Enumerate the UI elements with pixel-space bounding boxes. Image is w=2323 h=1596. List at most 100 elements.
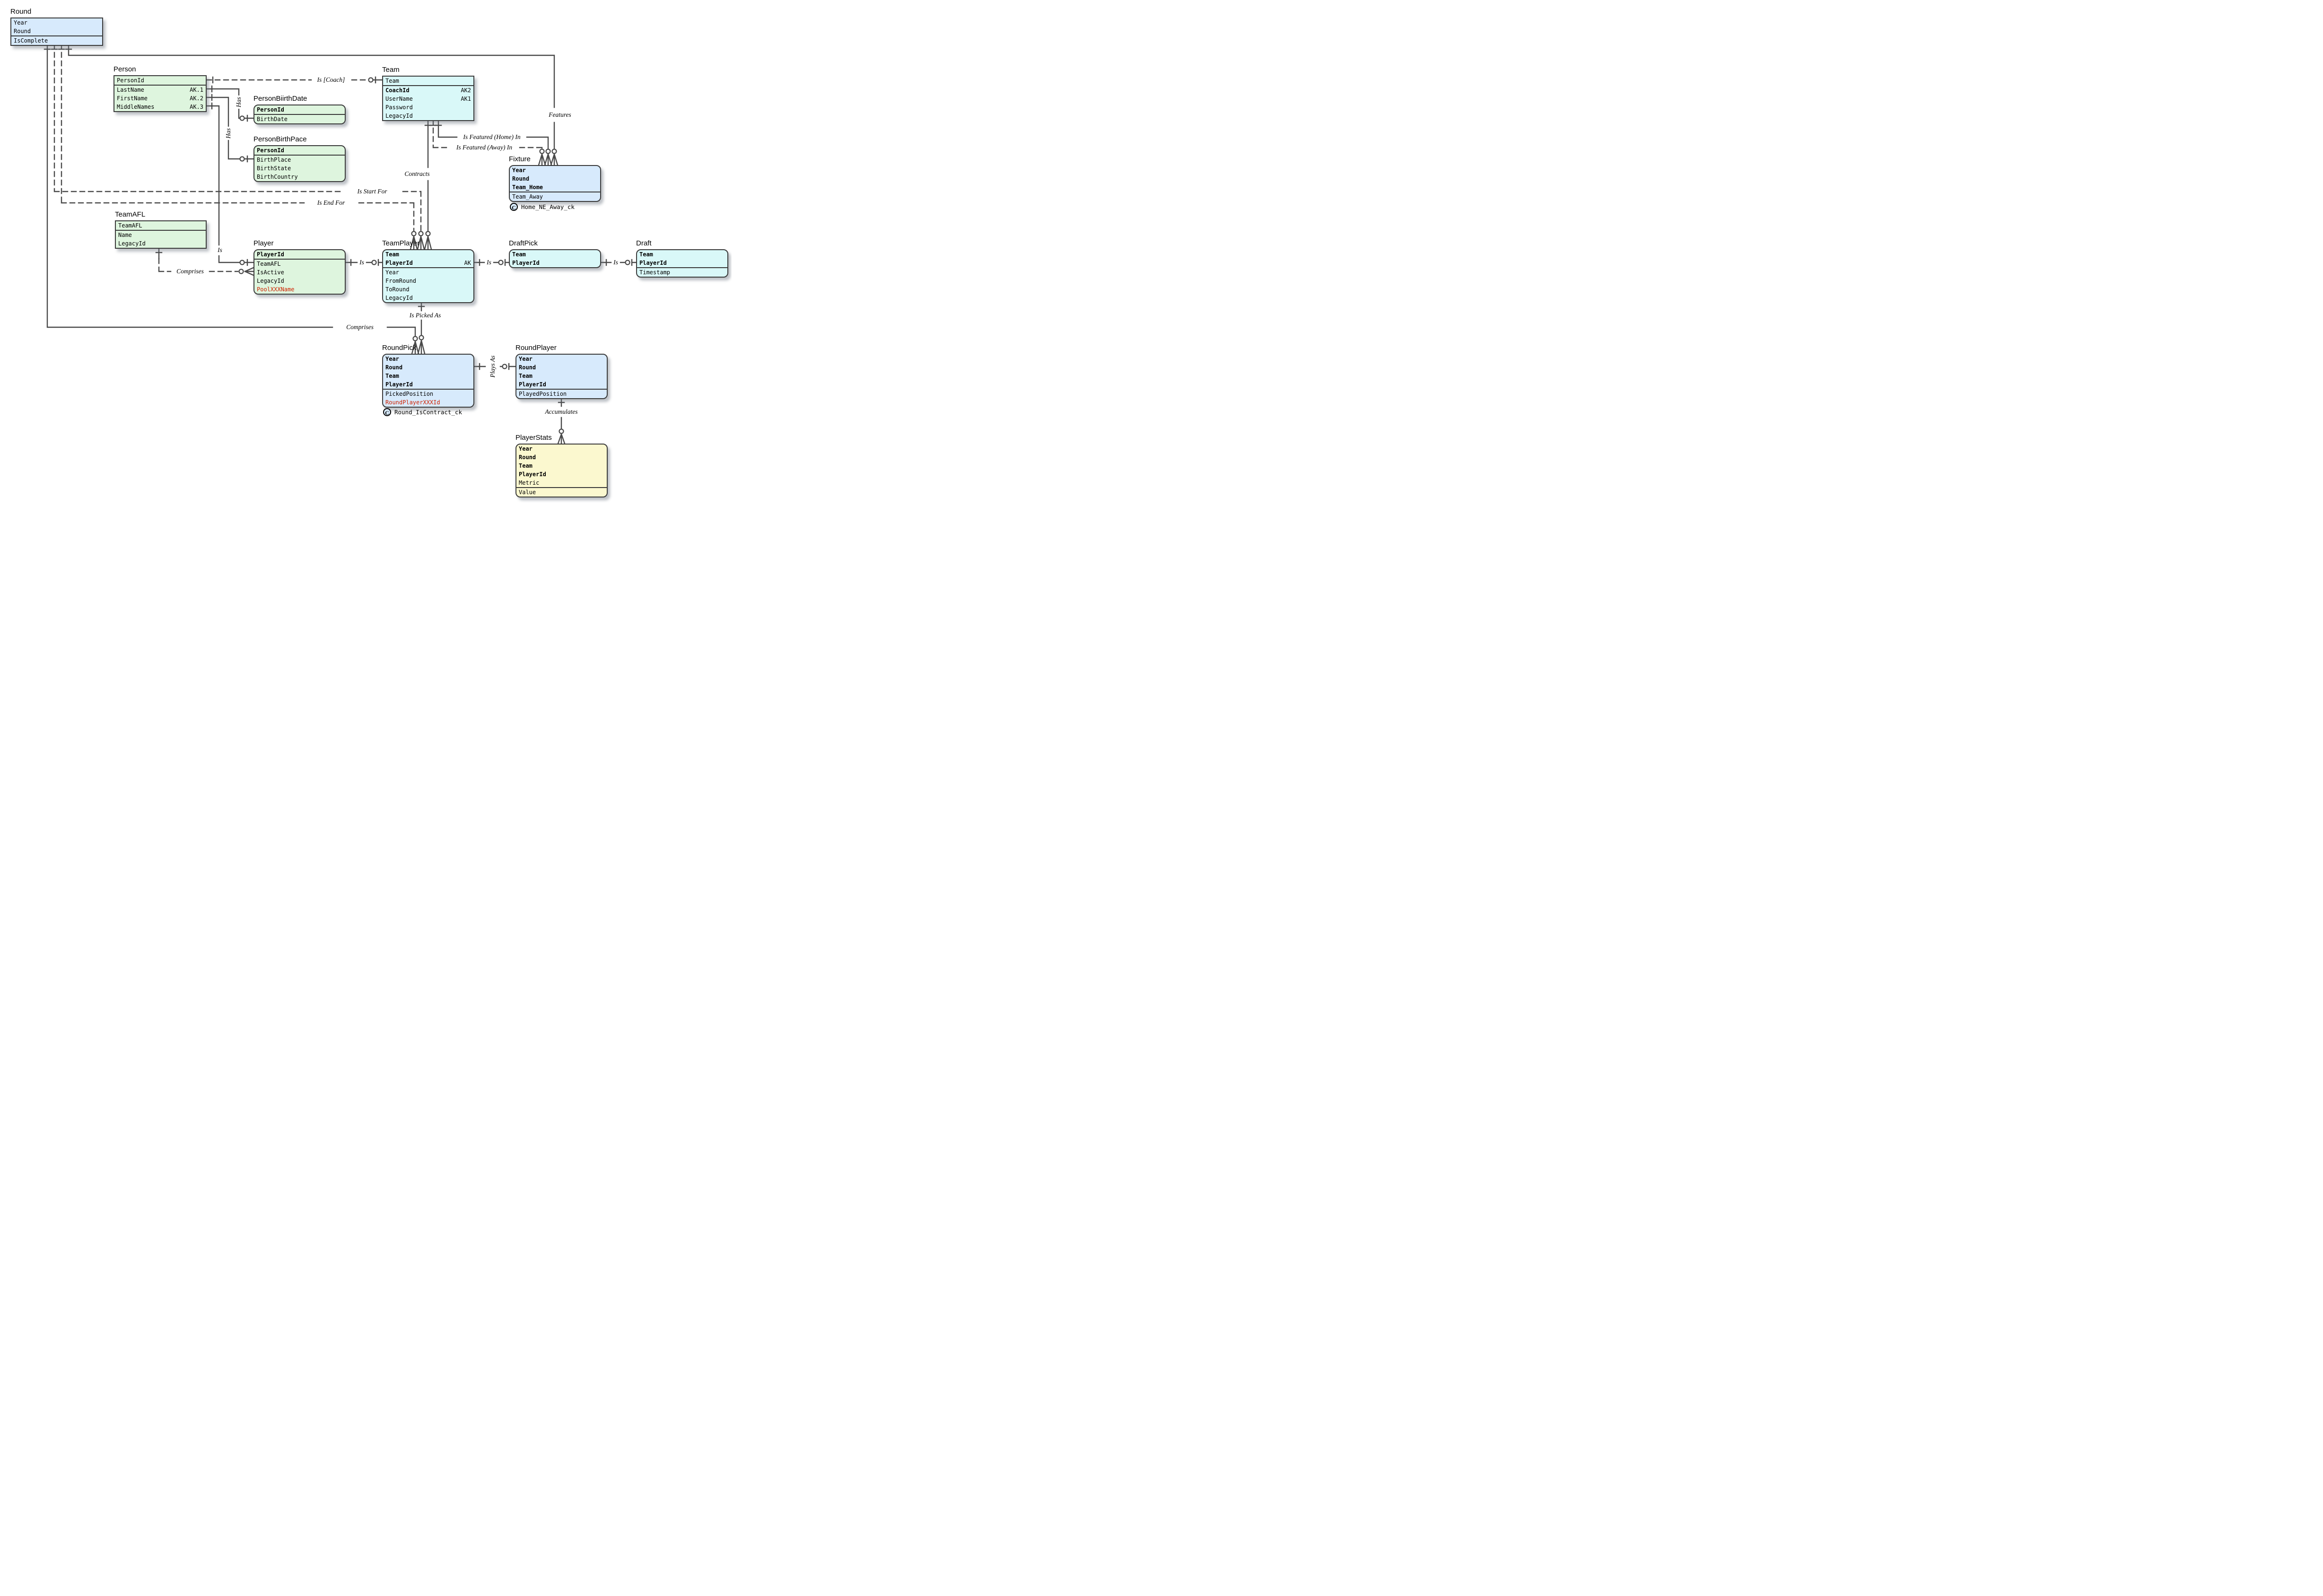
field-name: PlayerId xyxy=(385,260,413,266)
table-title: Fixture xyxy=(509,155,531,163)
field-name: IsComplete xyxy=(14,37,48,44)
field-name: PlayerId xyxy=(639,260,667,266)
field-row: Team xyxy=(383,372,473,380)
field-row: LegacyId xyxy=(383,294,473,302)
field-row: Year xyxy=(383,267,473,277)
rel-label-is-teamplayer: Is xyxy=(358,259,366,266)
field-ak-annotation: AK.3 xyxy=(190,104,203,110)
field-name: PlayerId xyxy=(519,381,546,388)
field-row: PlayerId xyxy=(254,250,345,259)
rel-team-featured-away-fixture xyxy=(429,119,546,166)
field-name: Team xyxy=(385,78,399,84)
field-name: PlayerId xyxy=(385,381,413,388)
field-name: PersonId xyxy=(117,77,144,84)
field-name: Year xyxy=(519,445,533,452)
field-row: Year xyxy=(11,18,102,27)
field-row: FirstName AK.2 xyxy=(114,94,206,103)
field-name: FirstName xyxy=(117,95,148,102)
table-title: RoundPick xyxy=(382,344,417,352)
rel-label-has-birthplace: Has xyxy=(225,127,232,140)
field-name: LegacyId xyxy=(257,278,284,284)
rel-teamplayer-is-draftpick xyxy=(473,259,510,266)
field-name: ToRound xyxy=(385,286,410,293)
field-name: LastName xyxy=(117,87,144,93)
rel-label-is-picked-as: Is Picked As xyxy=(408,312,443,319)
rel-team-contracts-teamplayer xyxy=(424,119,432,250)
rel-label-is-start-for: Is Start For xyxy=(356,188,389,195)
field-name: PersonId xyxy=(257,147,284,154)
rel-team-featured-home-fixture xyxy=(435,119,552,166)
field-name: PlayerId xyxy=(257,251,284,258)
field-name: Year xyxy=(385,356,399,362)
table-title: RoundPlayer xyxy=(515,344,557,352)
field-row: Team xyxy=(516,372,607,380)
field-name: PickedPosition xyxy=(385,391,434,397)
field-row: Year xyxy=(516,355,607,363)
field-name: BirthCountry xyxy=(257,174,298,180)
field-row: Round xyxy=(383,363,473,372)
rel-label-comprises-roundpick: Comprises xyxy=(345,323,375,331)
rel-label-is-player: Is xyxy=(216,246,224,254)
table-title: Player xyxy=(253,239,274,247)
relationship-lines xyxy=(44,43,637,445)
field-row: Team xyxy=(383,250,473,259)
field-row: IsActive xyxy=(254,268,345,277)
table-title: DraftPick xyxy=(509,239,538,247)
rel-person-is-coach-team xyxy=(206,76,383,84)
field-name: TeamAFL xyxy=(257,261,281,267)
field-row: Round xyxy=(516,453,607,462)
field-row: Team_Home xyxy=(510,183,600,192)
rel-label-is-draftpick: Is xyxy=(485,259,493,266)
field-row: Year xyxy=(510,166,600,174)
field-name: Round xyxy=(519,364,536,371)
rel-label-contracts: Contracts xyxy=(403,170,431,178)
field-name: Team_Home xyxy=(512,184,543,191)
constraint-icon: C xyxy=(383,408,391,416)
rel-label-is-draft: Is xyxy=(612,259,620,266)
field-name: PlayedPosition xyxy=(519,391,567,397)
table-title: PlayerStats xyxy=(515,434,552,442)
rel-label-featured-away: Is Featured (Away) In xyxy=(454,144,514,151)
field-row: Year xyxy=(516,445,607,453)
field-name: Team xyxy=(385,373,399,379)
rel-roundpick-playsas-roundplayer xyxy=(473,363,516,370)
field-row: LegacyId xyxy=(254,277,345,285)
field-row: PersonId xyxy=(254,146,345,155)
field-row: PoolXXXName xyxy=(254,285,345,294)
table-title: PersonBiirthDate xyxy=(253,95,307,103)
rel-label-is-end-for: Is End For xyxy=(315,199,347,207)
table-title: TeamAFL xyxy=(115,210,146,218)
table-title: Round xyxy=(10,8,32,16)
field-name: Password xyxy=(385,104,413,111)
rel-round-features-fixture xyxy=(65,43,559,166)
field-row: PersonId xyxy=(254,105,345,114)
table-title: Draft xyxy=(636,239,652,247)
field-row: Team_Away xyxy=(510,192,600,201)
field-row: TeamAFL xyxy=(116,221,206,230)
field-row: PlayerId xyxy=(510,259,600,267)
field-name: BirthPlace xyxy=(257,157,291,163)
table-title: TeamPlayer xyxy=(382,239,420,247)
rel-label-featured-home: Is Featured (Home) In xyxy=(462,133,522,141)
field-name: Metric xyxy=(519,480,540,486)
field-row: Metric xyxy=(516,479,607,487)
rel-round-is-start-for-teamplayer xyxy=(51,43,425,250)
rel-label-features: Features xyxy=(547,111,573,119)
field-name: PoolXXXName xyxy=(257,286,295,293)
field-row: Password xyxy=(383,103,473,112)
field-row: BirthCountry xyxy=(254,173,345,181)
field-row: Round xyxy=(516,363,607,372)
field-ak-annotation: AK.2 xyxy=(190,95,203,102)
field-name: Team_Away xyxy=(512,193,543,200)
field-row: RoundPlayerXXXId xyxy=(383,398,473,407)
